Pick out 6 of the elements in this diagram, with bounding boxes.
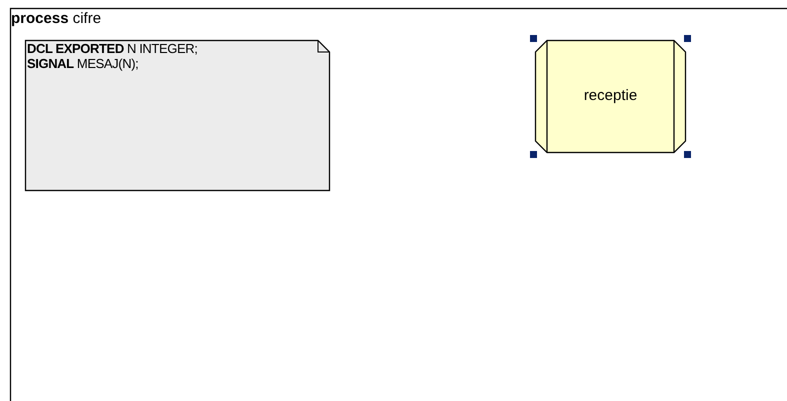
process-heading: process cifre (11, 10, 102, 27)
process-frame (10, 8, 787, 401)
declaration-text: DCL EXPORTED N INTEGER; (27, 41, 198, 56)
declaration-text: SIGNAL MESAJ(N); (27, 56, 138, 71)
procedure-name: receptie (582, 86, 638, 104)
text-symbol (25, 40, 330, 191)
